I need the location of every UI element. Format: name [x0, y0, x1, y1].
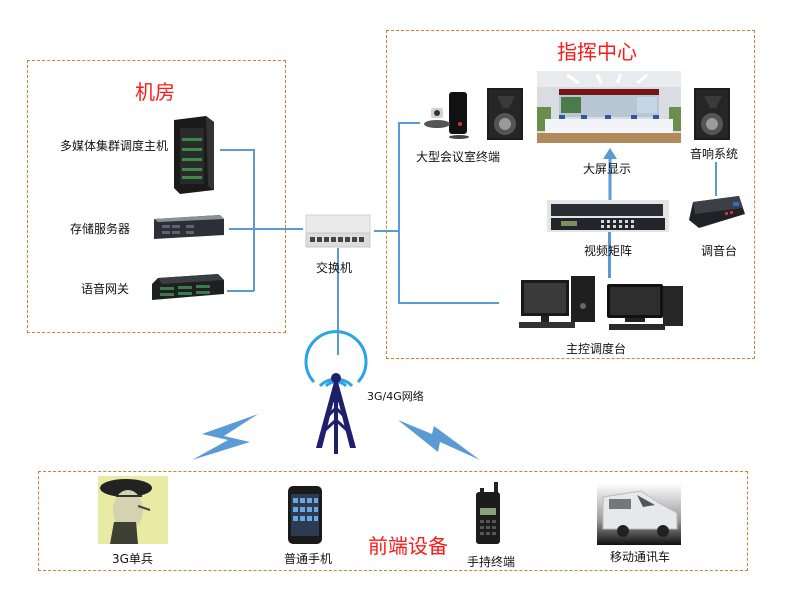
van-icon [597, 483, 681, 545]
video-conference-icon [424, 92, 469, 139]
connector-matrix-console [608, 230, 611, 278]
connector-switch-tower [337, 248, 339, 355]
connector-switch-right [374, 230, 398, 232]
connector-machine-room-bus [253, 149, 255, 291]
label-video-matrix: 视频矩阵 [584, 244, 633, 258]
network-switch-icon [305, 214, 371, 248]
connector-host-h [220, 149, 253, 151]
smartphone-icon [288, 486, 322, 544]
connector-storage-h [229, 228, 303, 230]
gateway-icon [152, 274, 224, 300]
zone-title-machine-room: 机房 [135, 80, 175, 104]
connector-gateway-h [227, 290, 254, 292]
arrow-head [603, 148, 617, 159]
control-room-screen-icon [537, 71, 681, 143]
zone-command-center [386, 30, 755, 359]
rack-server-icon [154, 215, 224, 239]
label-big-screen: 大屏显示 [583, 162, 632, 176]
label-phone: 普通手机 [284, 552, 333, 566]
connector-speaker-mixer [715, 162, 717, 196]
label-main-console: 主控调度台 [566, 342, 627, 356]
connector-conference-h [398, 122, 420, 124]
label-switch: 交换机 [316, 261, 353, 275]
connector-command-bus [398, 122, 400, 303]
lightning-bolt-icon [192, 414, 258, 460]
cell-tower-icon [304, 330, 368, 454]
label-multimedia-host: 多媒体集群调度主机 [60, 139, 169, 153]
server-rack-icon [174, 116, 214, 194]
label-mixer: 调音台 [701, 244, 738, 258]
label-storage-server: 存储服务器 [70, 222, 131, 236]
soldier-headset-icon [98, 476, 168, 544]
label-vehicle: 移动通讯车 [610, 550, 671, 564]
video-matrix-icon [547, 200, 669, 232]
connector-console-h [398, 302, 499, 304]
speaker-icon [487, 88, 523, 140]
speaker-icon [694, 88, 730, 140]
lightning-bolt-icon [398, 420, 480, 460]
zone-title-front-end: 前端设备 [368, 534, 448, 558]
zone-machine-room [27, 60, 286, 333]
arrow-matrix-to-screen [603, 148, 617, 202]
audio-mixer-icon [689, 196, 745, 228]
label-sound-system: 音响系统 [690, 147, 739, 161]
label-voice-gateway: 语音网关 [81, 282, 130, 296]
label-soldier: 3G单兵 [112, 552, 153, 566]
label-network: 3G/4G网络 [367, 390, 424, 403]
zone-title-command-center: 指挥中心 [557, 40, 637, 64]
label-handheld: 手持终端 [467, 555, 516, 569]
zone-front-end [38, 471, 748, 571]
walkie-talkie-icon [476, 482, 500, 544]
desktop-computer-icon [519, 276, 683, 330]
arrow-shaft [608, 156, 612, 202]
label-conference-terminal: 大型会议室终端 [416, 150, 501, 164]
